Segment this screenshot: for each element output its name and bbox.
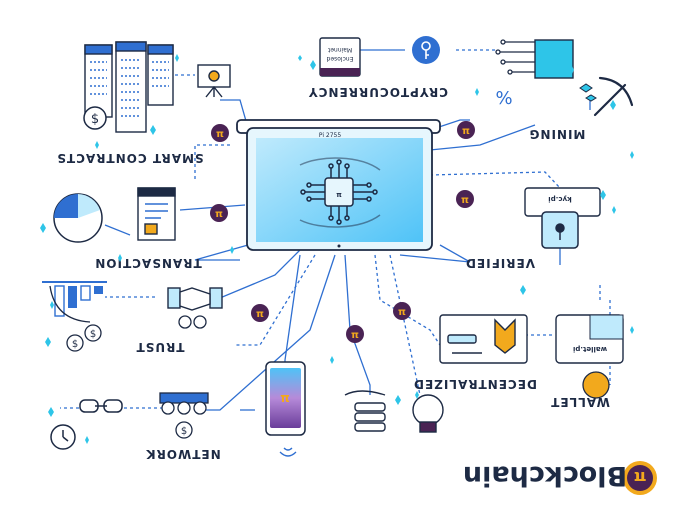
hand-coins-icon [344,390,386,432]
pi-badges [210,121,475,343]
document-icon [137,187,176,241]
brand-logo-letter: π [634,468,647,487]
pi-badge-symbol: π [215,209,223,220]
clock-icon [50,424,76,450]
gears-icon [178,315,207,329]
phone-icon [265,361,306,457]
wallet-icon [555,314,624,399]
dollar-coin-icon: $ [83,106,107,130]
label-decentralized: DECENTRALIZED [413,377,537,391]
people-network-icon [159,392,209,439]
pickaxe-icon [593,76,634,117]
label-transaction: TRANSACTION [94,256,201,270]
padlock-icon [541,211,579,249]
chip-pi-symbol: π [336,191,342,199]
pi-badge [393,302,411,320]
wallet-tag: wallet.pi [573,345,607,353]
central-monitor: Pi 2755 π [236,119,441,251]
gem-block-icon [534,39,574,79]
label-wallet: WALLET [550,395,610,409]
percent-icon: % [495,88,512,109]
book-icon [319,37,361,77]
svg-text:$: $ [90,329,96,340]
kyc-tag: kyc.pi [548,195,571,203]
bar-chart-icon [42,281,107,323]
svg-text:$: $ [181,426,187,437]
chain-link-icon [79,399,123,413]
label-trust: TRUST [136,340,185,354]
label-network: NETWORK [145,447,220,461]
svg-text:$: $ [91,112,99,127]
sparkle-icons [40,54,634,444]
pi-badge [346,325,364,343]
svg-text:$: $ [72,339,78,350]
brand-name: Blockchain [463,460,627,491]
presentation-board-icon [197,64,231,98]
circuit-icon [495,39,535,75]
pi-badge-symbol: π [256,309,264,320]
key-icon [412,36,440,64]
pi-badge-symbol: π [461,195,469,206]
label-cryptocurrency: CRYPTOCURRENCY [308,85,448,99]
pi-badge [211,124,229,142]
monitor-caption: Pi 2755 [319,132,342,139]
pi-badge [210,204,228,222]
chip-icon [299,157,381,228]
medal-icon [412,394,444,433]
id-card-icon [439,314,528,364]
book-text-line2: Enclosed [326,55,353,62]
coins-stack-icon: $ $ [66,324,102,352]
pi-badge-symbol: π [351,330,359,341]
label-smart-contracts: SMART CONTRACTS [56,151,203,165]
pi-badge [251,304,269,322]
label-verified: VERIFIED [465,256,535,270]
book-text-line1: Mainnet [327,46,352,53]
brand-logo [623,461,657,495]
pi-badge-symbol: π [462,126,470,137]
pi-badge [456,190,474,208]
pie-chart-icon [53,193,103,243]
pi-badge-symbol: π [398,307,406,318]
pi-badge-symbol: π [216,129,224,140]
phone-pi-symbol: π [280,391,290,405]
handshake-icon [167,287,223,311]
building-icon [84,41,174,133]
label-mining: MINING [529,127,586,141]
pi-badge [457,121,475,139]
coins-icon [579,83,597,102]
